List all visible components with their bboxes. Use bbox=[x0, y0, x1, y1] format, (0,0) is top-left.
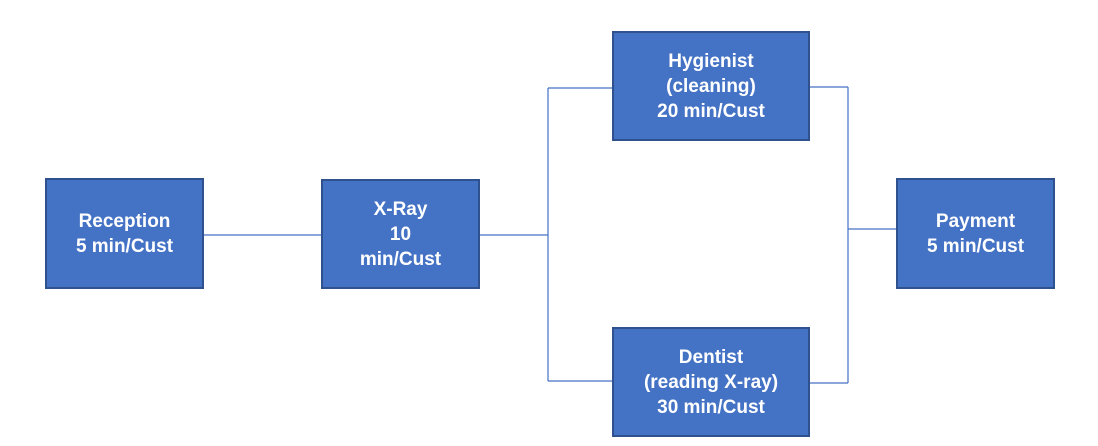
reception-rate: 5 min/Cust bbox=[75, 235, 174, 257]
reception-box: Reception 5 min/Cust bbox=[45, 178, 204, 289]
hygienist-task: (cleaning) bbox=[666, 75, 756, 97]
hygienist-box: Hygienist (cleaning) 20 min/Cust bbox=[612, 31, 810, 141]
dentist-box: Dentist (reading X-ray) 30 min/Cust bbox=[612, 327, 810, 437]
dentist-title: Dentist bbox=[678, 346, 744, 368]
hygienist-title: Hygienist bbox=[668, 50, 754, 72]
xray-rate-unit: min/Cust bbox=[359, 248, 442, 270]
payment-rate: 5 min/Cust bbox=[926, 235, 1025, 257]
xray-box: X-Ray 10 min/Cust bbox=[321, 179, 480, 289]
xray-rate-number: 10 bbox=[389, 223, 412, 245]
hygienist-rate: 20 min/Cust bbox=[657, 100, 765, 122]
xray-title: X-Ray bbox=[373, 198, 428, 220]
dentist-rate: 30 min/Cust bbox=[657, 396, 765, 418]
dentist-task: (reading X-ray) bbox=[643, 371, 779, 393]
payment-title: Payment bbox=[935, 210, 1016, 232]
reception-title: Reception bbox=[78, 210, 171, 232]
payment-box: Payment 5 min/Cust bbox=[896, 178, 1055, 289]
